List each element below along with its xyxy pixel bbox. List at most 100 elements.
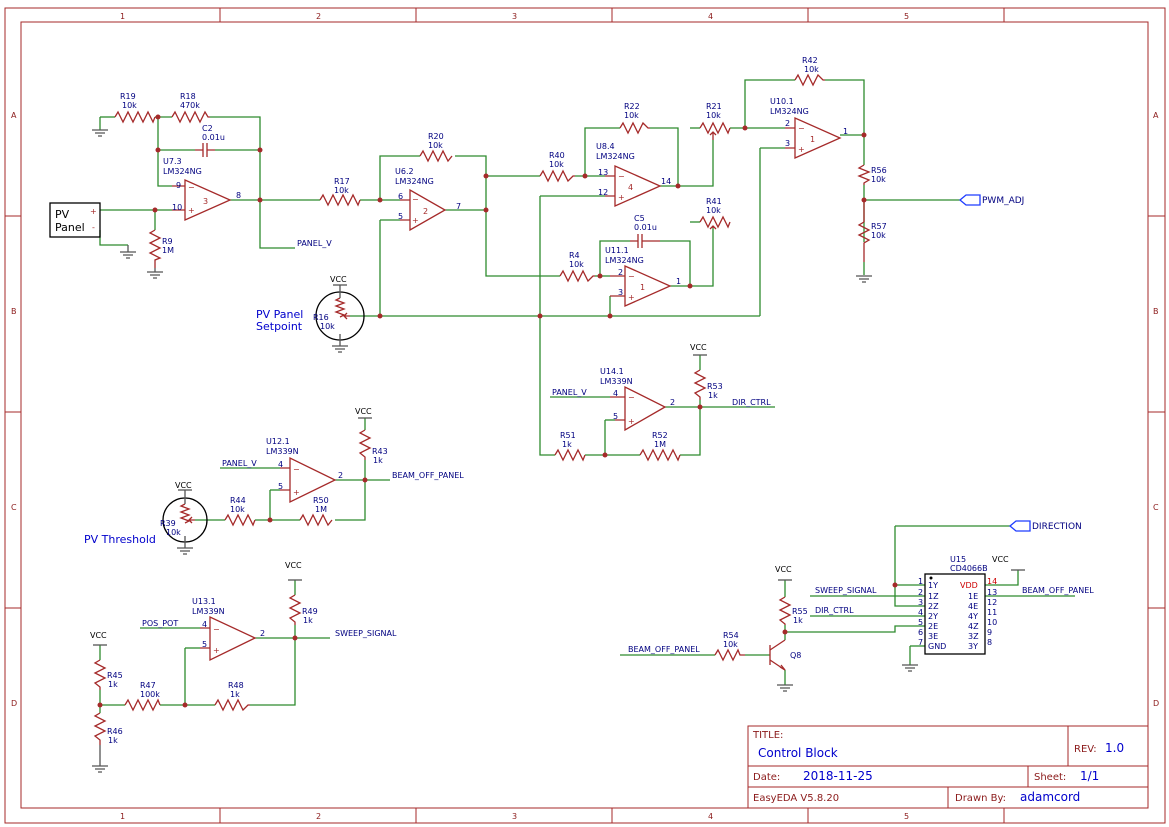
grid-row: C bbox=[11, 503, 17, 512]
svg-text:8: 8 bbox=[236, 191, 241, 200]
svg-text:4: 4 bbox=[202, 620, 207, 629]
svg-text:−: − bbox=[628, 393, 635, 402]
val-r17: 10k bbox=[334, 186, 349, 195]
val-u6: LM324NG bbox=[395, 177, 434, 186]
r40-body bbox=[539, 169, 575, 183]
u15-pin-num: 5 bbox=[918, 618, 923, 627]
svg-text:-: - bbox=[92, 223, 95, 232]
u15-pin-name: 4E bbox=[968, 602, 978, 611]
c5-body bbox=[630, 234, 660, 248]
val-r57: 10k bbox=[871, 231, 886, 240]
r19-body bbox=[114, 110, 156, 124]
val-r45: 1k bbox=[108, 680, 118, 689]
pwm-adj-port bbox=[958, 194, 981, 206]
ref-r21: R21 bbox=[706, 102, 722, 111]
u15-pin-name: 1E bbox=[968, 592, 978, 601]
ref-r54: R54 bbox=[723, 631, 739, 640]
svg-text:+: + bbox=[412, 216, 419, 225]
r16-potentiometer bbox=[315, 285, 365, 346]
ref-r44: R44 bbox=[230, 496, 246, 505]
val-r22: 10k bbox=[624, 111, 639, 120]
u15-pin-num: 12 bbox=[987, 598, 997, 607]
svg-text:−: − bbox=[628, 272, 635, 281]
svg-text:2: 2 bbox=[618, 268, 623, 277]
u7-opamp: 910 −+ 38 bbox=[172, 178, 241, 222]
r18-body bbox=[171, 110, 210, 124]
ref-c2: C2 bbox=[202, 124, 213, 133]
tool-version: EasyEDA V5.8.20 bbox=[753, 793, 839, 804]
svg-text:3: 3 bbox=[203, 197, 208, 206]
r56-body bbox=[857, 164, 871, 185]
u15-pin-name: 3E bbox=[928, 632, 938, 641]
grid-row: D bbox=[1153, 699, 1159, 708]
svg-text:5: 5 bbox=[613, 412, 618, 421]
ref-r46: R46 bbox=[107, 727, 123, 736]
grid-row: B bbox=[11, 307, 17, 316]
r45-body bbox=[93, 659, 107, 690]
c2-body bbox=[195, 143, 215, 157]
ref-u6: U6.2 bbox=[395, 167, 414, 176]
ref-r42: R42 bbox=[802, 56, 818, 65]
title-block: TITLE: Control Block REV: 1.0 Date: 2018… bbox=[747, 725, 1149, 809]
grid-col: 4 bbox=[708, 812, 713, 821]
vcc-symbols: VCC VCC VCC VCC VCC VCC VCC VCC bbox=[90, 275, 1025, 646]
ref-r52: R52 bbox=[652, 431, 668, 440]
r41-wiper bbox=[709, 225, 717, 230]
val-r16: 10k bbox=[320, 322, 335, 331]
ref-u14: U14.1 bbox=[600, 367, 624, 376]
grid-col: 2 bbox=[316, 812, 321, 821]
val-r50: 1M bbox=[315, 505, 327, 514]
u15-pin-name: 2Y bbox=[928, 612, 938, 621]
sheet-label: Sheet: bbox=[1034, 772, 1066, 783]
ref-r55: R55 bbox=[792, 607, 808, 616]
net-beam-off-panel: BEAM_OFF_PANEL bbox=[628, 645, 700, 654]
net-panel-v: PANEL_V bbox=[297, 239, 332, 248]
svg-text:1: 1 bbox=[843, 127, 848, 136]
r4-body bbox=[559, 269, 595, 283]
grid-row: B bbox=[1153, 307, 1159, 316]
svg-text:2: 2 bbox=[338, 471, 343, 480]
vcc-label: VCC bbox=[355, 407, 372, 416]
r21-wiper bbox=[709, 131, 717, 140]
svg-text:2: 2 bbox=[260, 629, 265, 638]
date-value: 2018-11-25 bbox=[803, 769, 873, 783]
r57-body bbox=[857, 221, 871, 262]
r17-body bbox=[319, 193, 361, 207]
u15-pin-name: 1Z bbox=[928, 592, 939, 601]
val-u8: LM324NG bbox=[596, 152, 635, 161]
svg-text:1: 1 bbox=[640, 283, 645, 292]
sheet-value: 1/1 bbox=[1080, 769, 1099, 783]
svg-text:+: + bbox=[293, 488, 300, 497]
drawing-title: Control Block bbox=[758, 746, 838, 760]
svg-text:+: + bbox=[798, 145, 805, 154]
junctions bbox=[97, 114, 898, 708]
svg-text:2: 2 bbox=[670, 398, 675, 407]
val-u13: LM339N bbox=[192, 607, 225, 616]
u15-pin-num: 10 bbox=[987, 618, 997, 627]
title-label: TITLE: bbox=[752, 730, 783, 741]
ref-u11: U11.1 bbox=[605, 246, 629, 255]
val-r53: 1k bbox=[708, 391, 718, 400]
svg-text:4: 4 bbox=[613, 389, 618, 398]
u15-pin-name: 3Z bbox=[968, 632, 979, 641]
svg-text:5: 5 bbox=[202, 640, 207, 649]
ref-r40: R40 bbox=[549, 151, 565, 160]
svg-text:+: + bbox=[188, 206, 195, 215]
svg-text:12: 12 bbox=[598, 188, 608, 197]
u6-opamp: 65 −+ 27 bbox=[398, 188, 461, 232]
u12-comparator: 45 −+ 2 bbox=[278, 456, 343, 504]
svg-text:−: − bbox=[293, 465, 300, 474]
ref-r51: R51 bbox=[560, 431, 576, 440]
r52-body bbox=[639, 448, 681, 462]
svg-text:−: − bbox=[618, 172, 625, 181]
r21-body bbox=[699, 121, 731, 135]
net-sweep-signal: SWEEP_SIGNAL bbox=[815, 586, 877, 595]
rev-value: 1.0 bbox=[1105, 741, 1124, 755]
symbols: PV Panel + - bbox=[49, 73, 1031, 745]
net-direction: DIRECTION bbox=[1032, 522, 1082, 532]
ref-r20: R20 bbox=[428, 132, 444, 141]
u15-pin-num: 8 bbox=[987, 638, 992, 647]
u15-pin-num: 11 bbox=[987, 608, 997, 617]
drawn-by-label: Drawn By: bbox=[955, 793, 1006, 804]
